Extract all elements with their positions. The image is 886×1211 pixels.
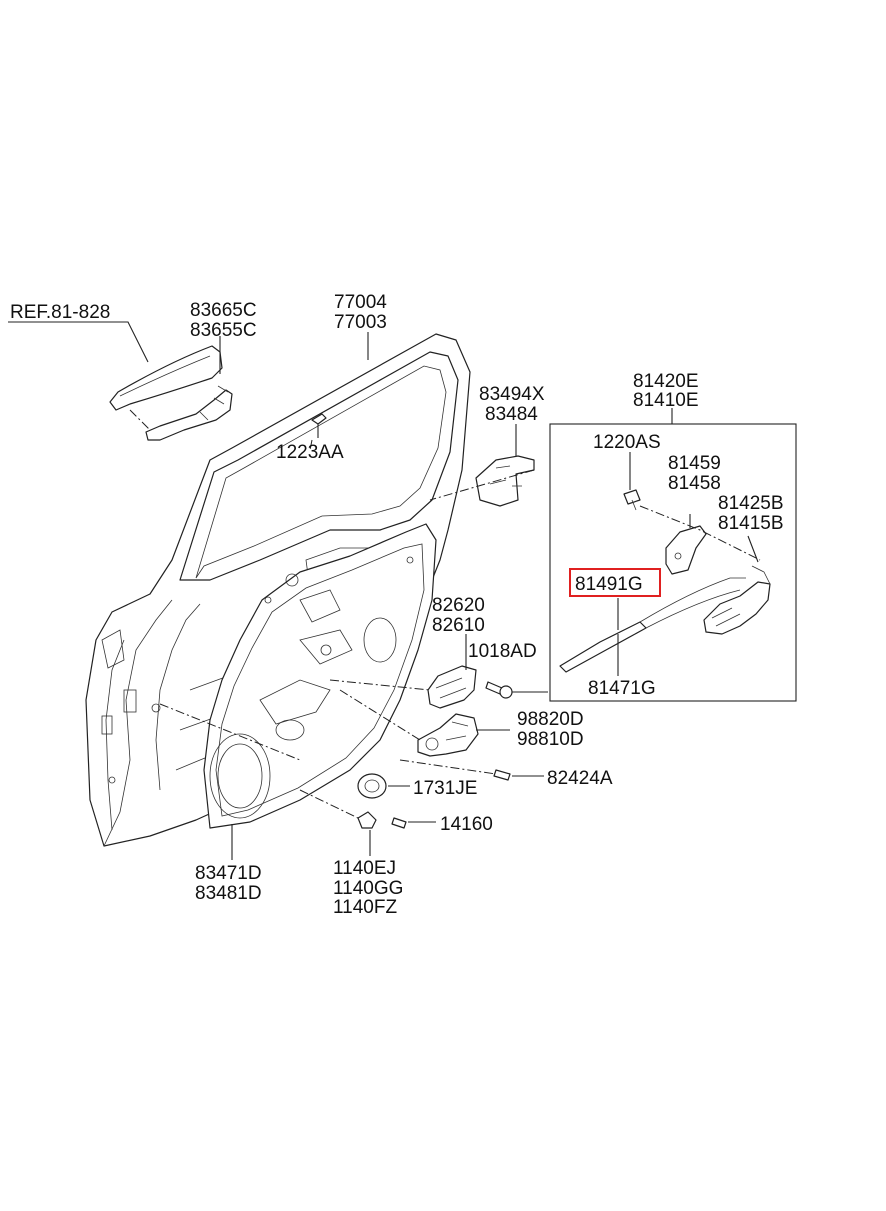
label-77004[interactable]: 77004 (334, 292, 387, 313)
label-83471d[interactable]: 83471D (195, 863, 262, 884)
label-81491g[interactable]: 81491G (575, 574, 643, 595)
label-81458[interactable]: 81458 (668, 473, 721, 494)
label-83494x[interactable]: 83494X (479, 384, 545, 405)
label-82424a[interactable]: 82424A (547, 768, 613, 789)
label-81425b[interactable]: 81425B (718, 493, 784, 514)
label-81420e[interactable]: 81420E (633, 371, 699, 392)
label-81415b[interactable]: 81415B (718, 513, 784, 534)
label-1140gg[interactable]: 1140GG (333, 878, 403, 899)
label-81471g[interactable]: 81471G (588, 678, 656, 699)
label-82610[interactable]: 82610 (432, 615, 485, 636)
screw-1223aa (311, 413, 327, 438)
latch-kit-box (549, 423, 797, 702)
highlight-box-81491g (569, 568, 661, 597)
grommet-1731je (357, 773, 387, 799)
label-83665c[interactable]: 83665C (190, 300, 257, 321)
bracket-83494x (475, 455, 535, 507)
label-14160[interactable]: 14160 (440, 814, 493, 835)
label-81410e[interactable]: 81410E (633, 390, 699, 411)
label-82620[interactable]: 82620 (432, 595, 485, 616)
bolt-1018ad (485, 681, 513, 699)
label-1223aa[interactable]: 1223AA (276, 442, 344, 463)
screw-1140ej (357, 811, 377, 829)
label-77003[interactable]: 77003 (334, 312, 387, 333)
outside-handle (109, 345, 233, 441)
striker-81459 (665, 525, 707, 575)
label-ref[interactable]: REF.81-828 (10, 302, 110, 323)
label-98820d[interactable]: 98820D (517, 709, 584, 730)
inside-handle (427, 665, 477, 709)
label-81459[interactable]: 81459 (668, 453, 721, 474)
label-1140fz[interactable]: 1140FZ (333, 897, 397, 918)
clip-14160 (391, 817, 407, 829)
bolt-1220as (623, 489, 641, 511)
label-83484[interactable]: 83484 (485, 404, 538, 425)
label-1220as[interactable]: 1220AS (593, 432, 661, 453)
label-83655c[interactable]: 83655C (190, 320, 257, 341)
trim-panel (203, 523, 437, 829)
label-1140ej[interactable]: 1140EJ (333, 858, 396, 879)
label-1731je[interactable]: 1731JE (413, 778, 477, 799)
leader-lines (8, 321, 761, 860)
cable-81491g (559, 577, 746, 673)
label-1018ad[interactable]: 1018AD (468, 641, 537, 662)
label-83481d[interactable]: 83481D (195, 883, 262, 904)
label-98810d[interactable]: 98810D (517, 729, 584, 750)
latch-81425b (703, 565, 771, 635)
regulator-motor (417, 713, 479, 757)
bolt-82424a (493, 769, 511, 781)
